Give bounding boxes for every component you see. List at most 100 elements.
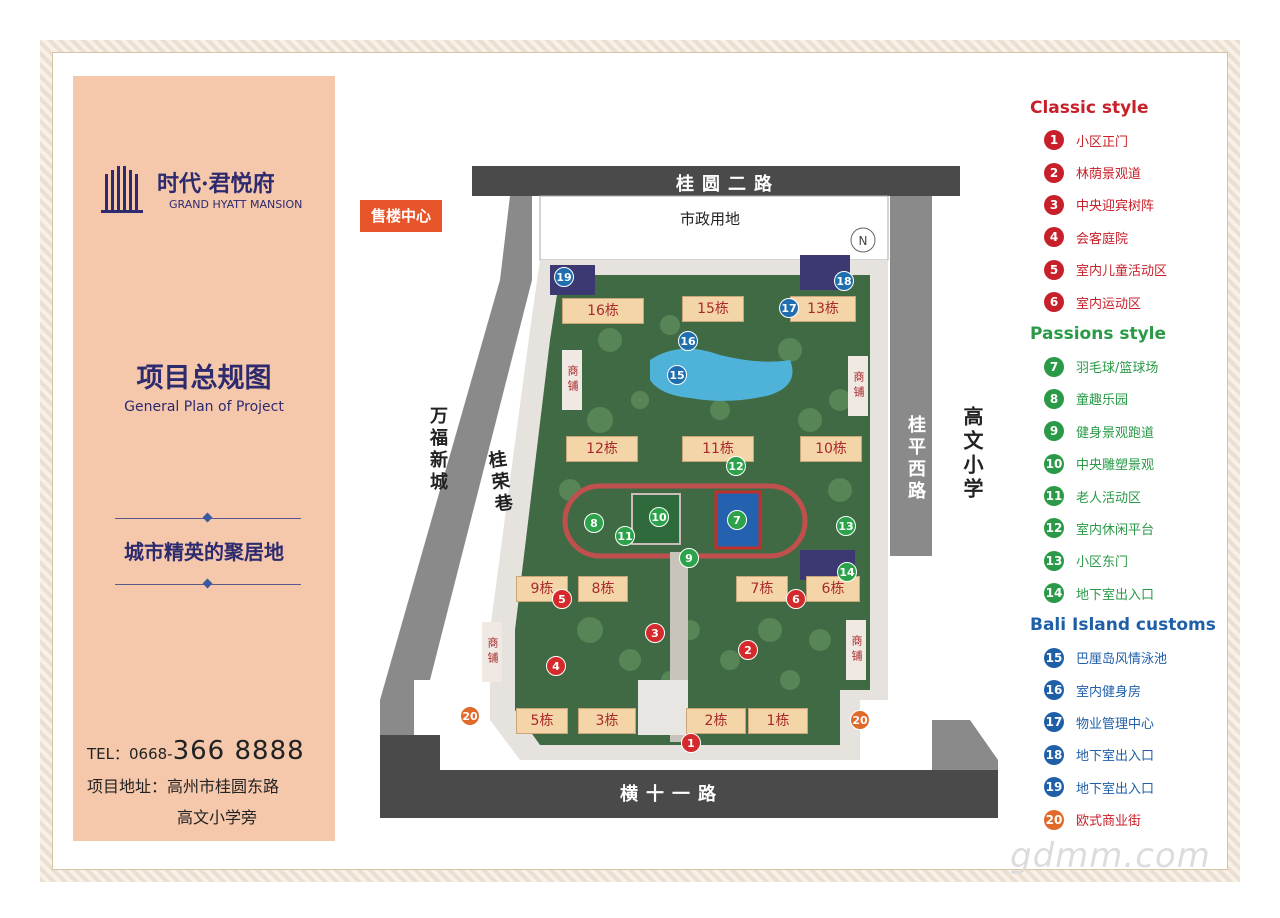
marker-12: 12 [726, 456, 746, 476]
marker-6: 6 [786, 589, 806, 609]
brand-logo: 时代·君悦府 GRAND HYATT MANSION [101, 164, 321, 224]
road-south [380, 735, 998, 818]
legend-label: 小区正门 [1076, 134, 1129, 150]
legend-number-badge: 18 [1044, 744, 1064, 765]
site-plan-graphic: N [380, 166, 998, 818]
brand-name-en: GRAND HYATT MANSION [169, 198, 303, 211]
legend-number-badge: 13 [1044, 550, 1064, 571]
building-10: 10栋 [800, 436, 862, 462]
telephone: TEL：0668-366 8888 [87, 736, 305, 766]
legend-label: 室内儿童活动区 [1076, 264, 1168, 280]
address-line-2: 高文小学旁 [177, 808, 258, 827]
legend-item: 7 羽毛球/篮球场 [1030, 350, 1230, 382]
road-south-label: 横十一路 [620, 784, 724, 805]
marker-1: 1 [681, 733, 701, 753]
legend-label: 小区东门 [1076, 555, 1129, 571]
legend-number-badge: 14 [1044, 583, 1064, 604]
legend-number-badge: 11 [1044, 486, 1064, 507]
legend-classic-title: Classic style [1030, 98, 1149, 118]
watermark: gdmm.com [1010, 836, 1211, 876]
legend-label: 地下室出入口 [1076, 749, 1155, 765]
legend-label: 物业管理中心 [1076, 716, 1155, 732]
building-7: 7栋 [736, 576, 788, 602]
compass-icon [850, 227, 876, 253]
plan-title-en: General Plan of Project [124, 399, 284, 415]
building-3: 3栋 [578, 708, 636, 734]
legend-label: 地下室出入口 [1076, 587, 1155, 603]
legend-number-badge: 6 [1044, 292, 1064, 313]
legend-item: 18 地下室出入口 [1030, 739, 1230, 771]
marker-15: 15 [667, 365, 687, 385]
legend-number-badge: 7 [1044, 356, 1064, 377]
marker-9: 9 [679, 548, 699, 568]
legend-number-badge: 9 [1044, 421, 1064, 442]
legend-item: 11 老人活动区 [1030, 480, 1230, 512]
marker-20-east: 20 [850, 710, 870, 730]
legend-label: 地下室出入口 [1076, 781, 1155, 797]
legend-item: 3 中央迎宾树阵 [1030, 189, 1230, 221]
building-2: 2栋 [686, 708, 746, 734]
building-8: 8栋 [578, 576, 628, 602]
marker-16: 16 [678, 331, 698, 351]
legend-item: 1 小区正门 [1030, 124, 1230, 156]
west-area-label: 万福新城 [427, 406, 448, 494]
legend-label: 老人活动区 [1076, 490, 1142, 506]
legend-number-badge: 12 [1044, 518, 1064, 539]
legend-item: 4 会客庭院 [1030, 221, 1230, 253]
legend-label: 会客庭院 [1076, 231, 1129, 247]
legend-passions-title: Passions style [1030, 324, 1167, 345]
legend-number-badge: 19 [1044, 777, 1064, 798]
legend-item: 14 地下室出入口 [1030, 577, 1230, 609]
address-line-1: 项目地址：高州市桂圆东路 [87, 777, 280, 796]
legend-number-badge: 10 [1044, 453, 1064, 474]
road-east-label: 桂平西路 [905, 415, 926, 503]
road-west [380, 196, 532, 735]
legend-label: 巴厘岛风情泳池 [1076, 652, 1168, 668]
road-north-label: 桂圆二路 [676, 174, 780, 195]
building-logo-icon [101, 166, 143, 213]
legend-label: 健身景观跑道 [1076, 425, 1155, 441]
legend-label: 室内健身房 [1076, 684, 1142, 700]
marker-19: 19 [554, 267, 574, 287]
legend-number-badge: 20 [1044, 809, 1064, 830]
legend-number-badge: 2 [1044, 162, 1064, 183]
legend-label: 林荫景观道 [1076, 167, 1142, 183]
shop-label: 商铺 [846, 620, 866, 680]
road-north [472, 166, 960, 196]
legend-number-badge: 4 [1044, 227, 1064, 248]
road-east [890, 196, 932, 556]
legend-item: 19 地下室出入口 [1030, 771, 1230, 803]
legend-label: 室内休闲平台 [1076, 522, 1155, 538]
legend-label: 羽毛球/篮球场 [1076, 361, 1159, 377]
shop-label: 商铺 [562, 350, 582, 410]
marker-10: 10 [649, 507, 669, 527]
legend-item: 12 室内休闲平台 [1030, 512, 1230, 544]
marker-18: 18 [834, 271, 854, 291]
legend-item: 20 欧式商业街 [1030, 803, 1230, 835]
legend-number-badge: 3 [1044, 194, 1064, 215]
marker-4: 4 [546, 656, 566, 676]
pool [650, 348, 793, 401]
legend-number-badge: 1 [1044, 130, 1064, 151]
municipal-land-label: 市政用地 [680, 210, 741, 228]
building-12: 12栋 [566, 436, 638, 462]
building-1: 1栋 [748, 708, 808, 734]
marker-14: 14 [837, 562, 857, 582]
legend-label: 中央迎宾树阵 [1076, 199, 1155, 215]
legend-label: 欧式商业街 [1076, 814, 1142, 830]
marker-2: 2 [738, 640, 758, 660]
site-plan-map: N 桂圆二路 横十一路 市政用地 桂平西路 桂荣巷 万福新城 高文小学 商铺 商… [370, 160, 1010, 825]
marker-13: 13 [836, 516, 856, 536]
plan-title-cn: 项目总规图 [136, 363, 272, 394]
tel-prefix: TEL：0668- [87, 745, 173, 763]
